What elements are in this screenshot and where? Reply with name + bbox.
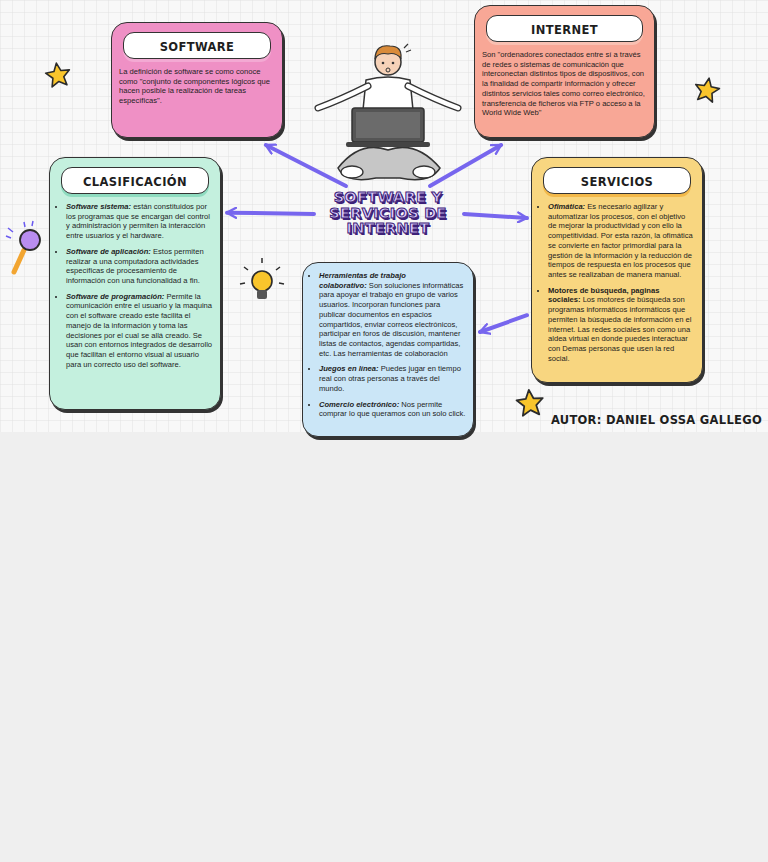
gap xyxy=(379,364,381,373)
heading-pill: CLASIFICACIÓN xyxy=(61,167,209,194)
arrow-connector xyxy=(227,213,314,214)
node-text: Software de programación: xyxy=(66,292,164,301)
node-text: INTERNET xyxy=(531,23,598,37)
arrow-connector xyxy=(464,214,527,218)
magnifier-lens xyxy=(20,230,40,250)
bulb-glass xyxy=(252,271,272,291)
node-text: Software sistema: xyxy=(66,202,131,211)
node-text: Es necesario agilizar y automatizar los … xyxy=(548,202,693,279)
eye xyxy=(382,62,385,65)
node-text: Software de aplicación: xyxy=(66,247,151,256)
arrow-connector xyxy=(480,315,527,332)
star-icon xyxy=(44,61,71,87)
gap xyxy=(131,202,133,211)
node-text: SOFTWARE xyxy=(160,40,235,54)
node-text: Juegos en línea: xyxy=(319,364,379,373)
central-title: SOFTWARE Y SERVICIOS DE INTERNET xyxy=(318,190,458,250)
legs xyxy=(338,147,440,179)
bulb-rays xyxy=(240,258,284,284)
star-icon xyxy=(516,389,545,417)
bullet-item: Software de aplicación: Estos permiten r… xyxy=(66,247,213,286)
person-illustration xyxy=(318,44,458,180)
services-box: SERVICIOS Ofimática: Es necesario agiliza… xyxy=(531,157,703,383)
node-text: CLASIFICACIÓN xyxy=(83,175,187,189)
node-text: Son "ordenadores conectados entre sí a t… xyxy=(482,50,647,118)
laptop-screen xyxy=(352,108,424,142)
bullet-item: Herramientas de trabajo colaborativo: So… xyxy=(319,271,466,358)
gap xyxy=(581,295,583,304)
gap xyxy=(367,281,369,290)
laptop-base xyxy=(346,142,430,147)
node-text: SERVICIOS xyxy=(581,175,654,189)
node-text: Ofimática: xyxy=(548,202,585,211)
arrow-connector xyxy=(266,145,346,186)
laptop-display xyxy=(356,112,420,138)
software-box: SOFTWARE La definición de software se com… xyxy=(111,22,283,138)
node-text: Comercio electrónico: xyxy=(319,400,399,409)
author-credit: AUTOR: DANIEL OSSA GALLEGO xyxy=(551,413,762,427)
lightbulb-icon xyxy=(240,258,284,299)
gap xyxy=(399,400,401,409)
classification-box: CLASIFICACIÓN Software sistema: están con… xyxy=(49,157,221,410)
eye xyxy=(392,62,395,65)
heading-pill: SOFTWARE xyxy=(123,32,271,59)
arrow-connector xyxy=(430,145,501,186)
node-text: La definición de software se como conoce… xyxy=(119,67,275,106)
arms-fill xyxy=(318,86,458,108)
internet-box: INTERNET Son "ordenadores conectados entr… xyxy=(474,5,655,138)
bullet-item: Ofimática: Es necesario agilizar y autom… xyxy=(548,202,695,280)
bullet-list: Software sistema: están constituidos por… xyxy=(57,202,213,370)
heading-pill: SERVICIOS xyxy=(543,167,691,194)
web-services-box: Herramientas de trabajo colaborativo: So… xyxy=(302,262,474,437)
node-text: SOFTWARE Y SERVICIOS DE INTERNET xyxy=(318,190,458,237)
bullet-item: Software de programación: Permite la com… xyxy=(66,292,213,370)
bullet-item: Juegos en línea: Puedes jugar en tiempo … xyxy=(319,364,466,393)
magnifier-handle xyxy=(14,250,24,272)
grid-paper xyxy=(0,0,768,432)
magnifier-icon xyxy=(6,221,40,272)
bullet-list: Ofimática: Es necesario agilizar y autom… xyxy=(539,202,695,364)
shoe xyxy=(413,166,435,178)
bullet-list: Herramientas de trabajo colaborativo: So… xyxy=(310,271,466,419)
gap xyxy=(164,292,166,301)
bullet-item: Software sistema: están constituidos por… xyxy=(66,202,213,241)
hair xyxy=(375,46,401,58)
heading-pill: INTERNET xyxy=(486,15,643,42)
bullet-item: Comercio electrónico: Nos permite compra… xyxy=(319,400,466,419)
bulb-base xyxy=(257,290,267,299)
sparkle-strokes xyxy=(6,221,33,238)
bullet-item: Motores de búsqueda, paginas sociales: L… xyxy=(548,286,695,364)
node-text: Los motores de búsqueda son programas in… xyxy=(548,295,692,362)
arms xyxy=(318,86,458,108)
shoe xyxy=(341,166,363,178)
mouth xyxy=(386,68,390,72)
node-text: Permite la comunicación entre el usuario… xyxy=(66,292,212,369)
node-text: Son soluciones informáticas para apoyar … xyxy=(319,281,463,358)
star-icon xyxy=(693,76,721,103)
gap xyxy=(585,202,587,211)
gap xyxy=(151,247,153,256)
surprise-marks xyxy=(404,44,411,52)
